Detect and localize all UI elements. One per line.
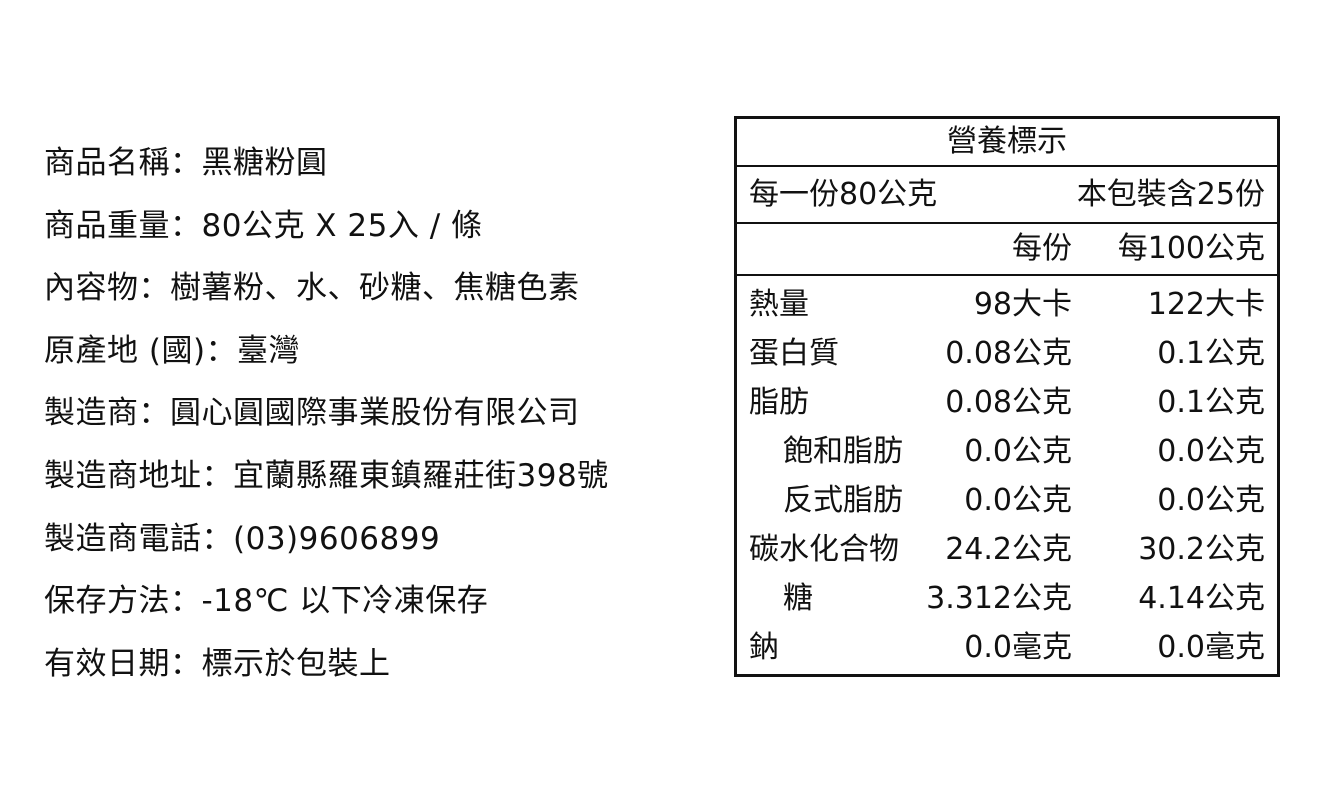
value-per-serving: 0.08公克 [945,385,1072,420]
nutrient-row: 熱量 98大卡 122大卡 [737,280,1277,329]
value-per-100g: 0.0公克 [1157,483,1265,518]
nutrient-name: 鈉 [749,630,779,665]
nutrient-row: 蛋白質 0.08公克 0.1公克 [737,329,1277,378]
column-headers: 每份 每100公克 [737,224,1277,276]
nutrient-row: 脂肪 0.08公克 0.1公克 [737,378,1277,427]
product-weight: 商品重量：80公克 X 25入 / 條 [44,207,483,244]
value-per-100g: 0.1公克 [1157,385,1265,420]
nutrient-name: 熱量 [749,287,809,322]
serving-size: 每一份80公克 [749,177,938,212]
product-name: 商品名稱：黑糖粉圓 [44,145,328,181]
expiry-date: 有效日期：標示於包裝上 [44,645,391,682]
nutrient-name: 反式脂肪 [783,483,903,518]
nutrient-row: 碳水化合物 24.2公克 30.2公克 [737,525,1277,574]
origin: 原產地 (國)：臺灣 [44,332,301,369]
col-per-100g: 每100公克 [1117,231,1265,266]
nutrition-title: 營養標示 [737,119,1277,167]
servings-per-pack: 本包裝含25份 [1076,177,1265,212]
value-per-serving: 0.08公克 [945,336,1072,371]
serving-row: 每一份80公克 本包裝含25份 [737,167,1277,224]
value-per-serving: 24.2公克 [945,532,1072,567]
manufacturer-phone: 製造商電話：(03)9606899 [44,520,441,557]
value-per-100g: 4.14公克 [1138,581,1265,616]
nutrient-name: 碳水化合物 [749,532,899,567]
value-per-serving: 0.0毫克 [964,630,1072,665]
nutrient-name: 蛋白質 [749,336,839,371]
product-info: 商品名稱：黑糖粉圓 商品重量：80公克 X 25入 / 條 內容物：樹薯粉、水、… [44,132,609,695]
nutrient-row: 鈉 0.0毫克 0.0毫克 [737,623,1277,672]
value-per-100g: 0.1公克 [1157,336,1265,371]
value-per-serving: 0.0公克 [964,434,1072,469]
value-per-serving: 3.312公克 [926,581,1072,616]
storage-method: 保存方法：-18℃ 以下冷凍保存 [44,583,489,620]
nutrient-name: 脂肪 [749,385,809,420]
nutrient-row: 糖 3.312公克 4.14公克 [737,574,1277,623]
value-per-serving: 0.0公克 [964,483,1072,518]
value-per-100g: 0.0毫克 [1157,630,1265,665]
nutrient-row: 反式脂肪 0.0公克 0.0公克 [737,476,1277,525]
nutrient-name: 糖 [783,581,813,616]
nutrient-name: 飽和脂肪 [783,434,903,469]
col-per-serving: 每份 [1012,231,1072,266]
nutrition-facts-table: 營養標示 每一份80公克 本包裝含25份 每份 每100公克 熱量 98大卡 122… [734,116,1280,677]
value-per-100g: 122大卡 [1147,287,1265,322]
ingredients: 內容物：樹薯粉、水、砂糖、焦糖色素 [44,270,580,307]
manufacturer-address: 製造商地址：宜蘭縣羅東鎮羅莊街398號 [44,457,609,494]
manufacturer: 製造商：圓心圓國際事業股份有限公司 [44,395,580,432]
nutrient-row: 飽和脂肪 0.0公克 0.0公克 [737,427,1277,476]
value-per-100g: 30.2公克 [1138,532,1265,567]
value-per-100g: 0.0公克 [1157,434,1265,469]
value-per-serving: 98大卡 [973,287,1072,322]
